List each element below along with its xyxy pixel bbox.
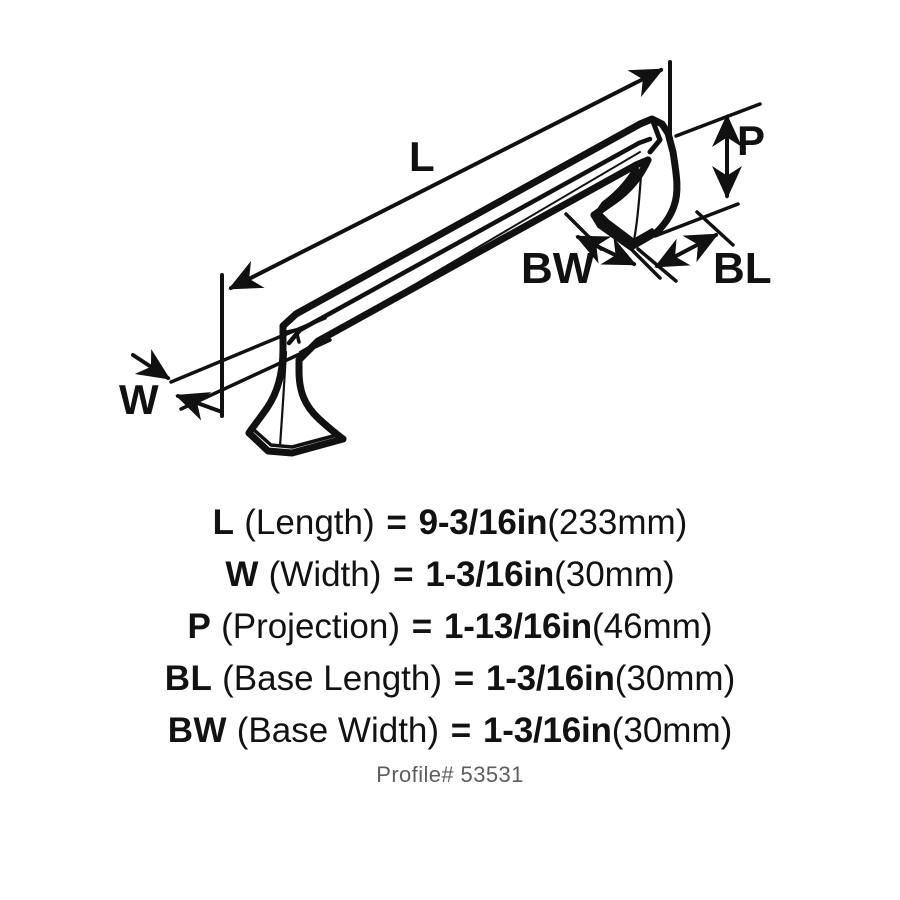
spec-equals: = <box>393 555 414 594</box>
spec-code: BL <box>164 659 213 698</box>
spec-code: P <box>187 607 212 646</box>
spec-row-length: L (Length) = 9-3/16in(233mm) <box>0 497 900 549</box>
dimension-label-width: W <box>119 376 159 423</box>
right-foot-outer-right <box>653 129 681 236</box>
length-dimension-arrow <box>228 68 664 290</box>
left-foot-base-pad-inner <box>251 427 339 449</box>
spec-code: W <box>225 555 259 594</box>
dimension-label-base-width: BW <box>521 244 595 293</box>
spec-imperial-value: 1-3/16in <box>425 555 555 594</box>
spec-equals: = <box>411 607 433 646</box>
spec-imperial-value: 1-3/16in <box>485 659 615 698</box>
spec-row-projection: P (Projection) = 1-13/16in(46mm) <box>0 601 900 653</box>
spec-imperial-value: 1-3/16in <box>482 711 612 750</box>
spec-equals: = <box>453 659 475 698</box>
base-width-dimension-arrow <box>575 235 637 266</box>
width-extension-upper <box>169 316 327 384</box>
bar-front-lower-edge <box>295 156 652 364</box>
technical-drawing: L W P BW BL <box>119 60 772 457</box>
spec-name: (Base Width) <box>236 711 440 750</box>
dimension-label-length: L <box>409 133 435 180</box>
base-length-dimension-arrow <box>654 233 719 268</box>
dimension-label-projection: P <box>737 117 766 164</box>
spec-row-base-length: BL (Base Length) = 1-3/16in(30mm) <box>0 653 900 705</box>
spec-name: (Projection) <box>221 607 401 646</box>
left-foot-base-pad <box>245 429 347 457</box>
dimension-label-base-length: BL <box>713 244 772 293</box>
spec-name: (Length) <box>244 503 375 542</box>
spec-metric-value: (30mm) <box>614 659 736 698</box>
projection-extension-bottom <box>653 202 740 238</box>
spec-imperial-value: 9-3/16in <box>418 503 548 542</box>
spec-row-width: W (Width) = 1-3/16in(30mm) <box>0 549 900 601</box>
handle-line-art <box>131 60 762 457</box>
spec-metric-value: (30mm) <box>611 711 733 750</box>
bar-top-inner-edge <box>286 136 653 346</box>
spec-name: (Base Length) <box>222 659 443 698</box>
spec-code: BW <box>167 711 228 750</box>
spec-metric-value: (30mm) <box>554 555 675 594</box>
spec-equals: = <box>386 503 407 542</box>
specification-list: L (Length) = 9-3/16in(233mm) W (Width) =… <box>0 497 900 757</box>
width-arrow-upper <box>131 348 171 380</box>
dimension-lines <box>131 60 762 421</box>
spec-metric-value: (46mm) <box>591 607 713 646</box>
width-arrow-lower <box>175 392 224 421</box>
left-foot-centre-ridge <box>278 350 288 448</box>
profile-number: Profile# 53531 <box>376 762 524 787</box>
left-foot-outer-right <box>295 356 347 443</box>
spec-code: L <box>212 503 235 542</box>
spec-equals: = <box>450 711 472 750</box>
spec-row-base-width: BW (Base Width) = 1-3/16in(30mm) <box>0 705 900 757</box>
spec-imperial-value: 1-13/16in <box>443 607 592 646</box>
spec-metric-value: (233mm) <box>547 503 688 542</box>
base-length-extension-outer <box>695 210 735 247</box>
spec-name: (Width) <box>268 555 382 594</box>
